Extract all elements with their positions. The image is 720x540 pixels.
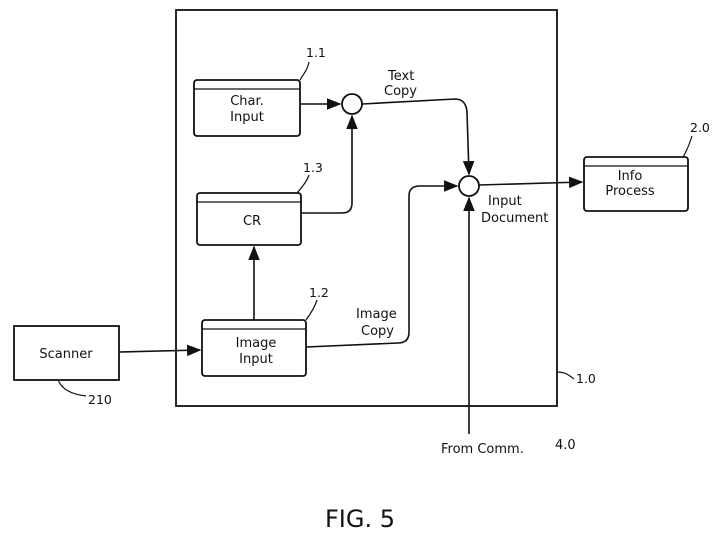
edge-label-text-copy: Copy [384, 84, 417, 99]
arrow-input-document-to-info-process [479, 182, 582, 185]
char-input-label-line1: Char. [230, 94, 264, 109]
connectors [119, 99, 582, 434]
arrow-text-copy-to-junction [362, 99, 469, 174]
ref-label-4-0: 4.0 [555, 438, 576, 453]
leader-line-210 [58, 380, 86, 396]
ref-label-1-1: 1.1 [306, 45, 326, 60]
ref-label-1-0: 1.0 [576, 371, 596, 386]
scanner-block: Scanner 210 [14, 326, 119, 407]
junction-input-document [459, 176, 479, 196]
leader-line-1-0 [557, 372, 574, 379]
leader-line-1-2 [306, 300, 317, 320]
image-input-label-line1: Image [236, 336, 277, 351]
cr-block: CR 1.3 [197, 160, 323, 245]
image-input-label-line2: Input [239, 352, 273, 367]
arrow-image-copy-to-junction [306, 186, 457, 347]
info-process-label-line1: Info [618, 169, 643, 184]
info-process-block: Info Process 2.0 [584, 120, 710, 211]
edge-label-input: Input [488, 194, 522, 209]
ref-label-210: 210 [88, 392, 112, 407]
figure-caption: FIG. 5 [325, 505, 395, 533]
junction-text-copy [342, 94, 362, 114]
ref-label-1-3: 1.3 [303, 160, 323, 175]
char-input-block: Char. Input 1.1 [194, 45, 326, 136]
leader-line-2-0 [683, 136, 692, 157]
cr-label: CR [243, 214, 261, 229]
ref-label-1-2: 1.2 [309, 285, 329, 300]
edge-label-from-comm: From Comm. [441, 442, 524, 457]
edge-label-image: Image [356, 307, 397, 322]
arrow-scanner-to-image-input [119, 350, 200, 352]
info-process-label-line2: Process [605, 184, 655, 199]
char-input-label-line2: Input [230, 110, 264, 125]
leader-line-1-1 [300, 62, 309, 80]
scanner-label: Scanner [39, 347, 93, 362]
edge-label-text: Text [387, 69, 414, 84]
edge-label-image-copy: Copy [361, 324, 394, 339]
image-input-block: Image Input 1.2 [202, 285, 329, 376]
ref-label-2-0: 2.0 [690, 120, 710, 135]
edge-label-input-document: Document [481, 211, 548, 226]
leader-line-1-3 [297, 175, 309, 193]
